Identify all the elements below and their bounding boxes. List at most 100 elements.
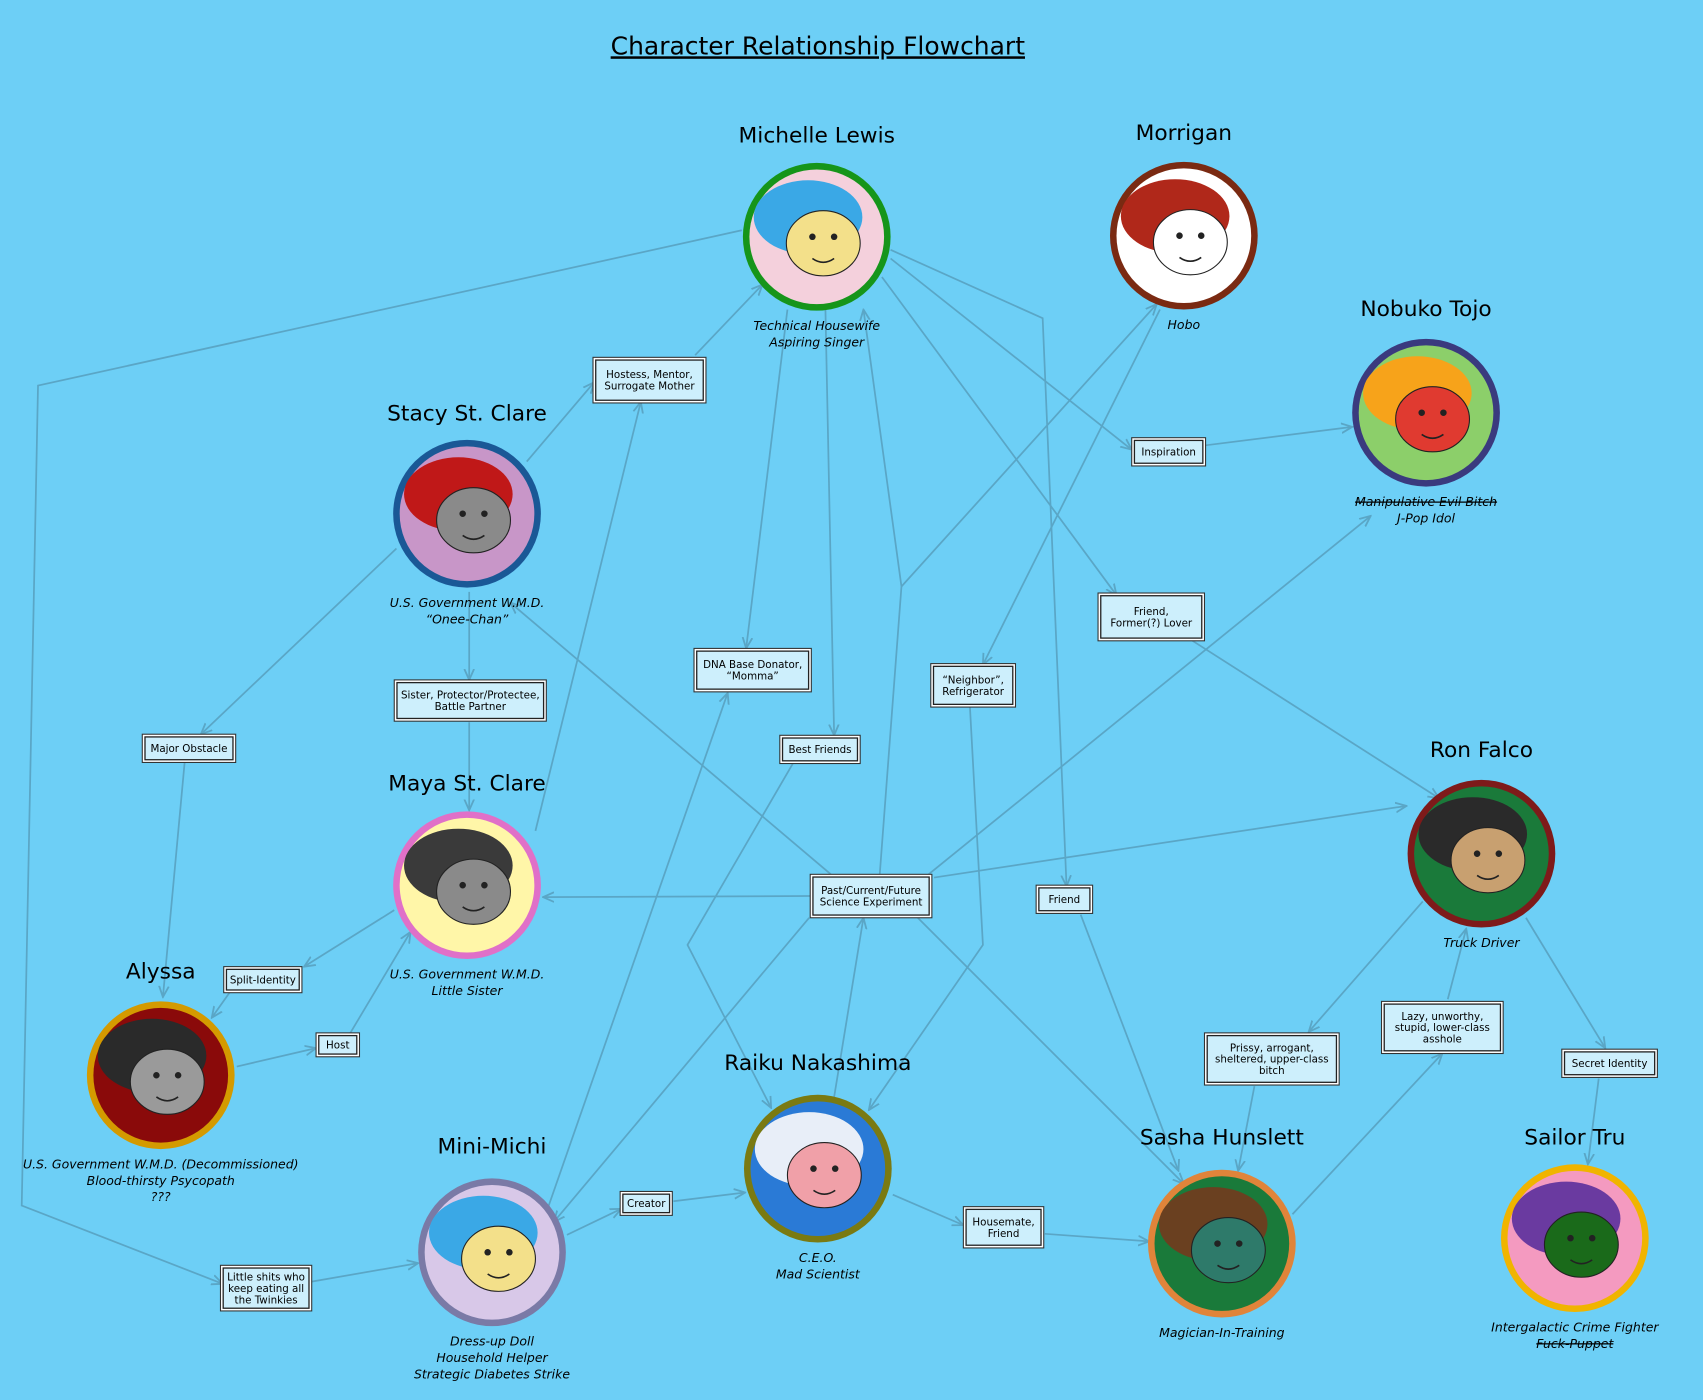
relationship-arrow — [554, 917, 810, 1222]
relationship-arrow — [824, 309, 834, 736]
relationship-label-major: Major Obstacle — [141, 733, 237, 763]
label-line: DNA Base Donator, — [703, 659, 802, 671]
relationship-arrow — [1079, 914, 1179, 1171]
character-name: Sailor Tru — [1524, 1126, 1625, 1151]
character-subtitle: Hobo — [1168, 317, 1201, 332]
character-subtitle: U.S. Government W.M.D. (Decommissioned) — [23, 1157, 299, 1172]
character-subtitle: Little Sister — [432, 983, 504, 998]
relationship-label-friendlover: Friend,Former(?) Lover — [1097, 592, 1206, 642]
character-portrait[interactable] — [742, 162, 891, 311]
character-subtitle: Household Helper — [436, 1350, 548, 1365]
label-line: “Momma” — [727, 671, 779, 683]
character-name: Maya St. Clare — [388, 772, 546, 797]
relationship-arrow — [746, 309, 789, 649]
relationship-label-creator: Creator — [619, 1190, 673, 1216]
relationship-label-neighbor: “Neighbor”,Refrigerator — [930, 663, 1017, 708]
relationship-arrow — [1044, 1232, 1149, 1242]
label-line: Surrogate Mother — [604, 381, 695, 393]
relationship-label-hostess: Hostess, Mentor,Surrogate Mother — [592, 356, 707, 404]
relationship-label-dna: DNA Base Donator,“Momma” — [693, 647, 812, 693]
label-line: bitch — [1259, 1065, 1285, 1077]
character-subtitle: Intergalactic Crime Fighter — [1491, 1320, 1659, 1335]
relationship-label-friend: Friend — [1035, 884, 1094, 914]
label-line: Little shits who — [227, 1272, 305, 1284]
label-line: Science Experiment — [820, 897, 923, 909]
relationship-arrow — [542, 693, 728, 1223]
character-subtitle: ??? — [151, 1189, 171, 1204]
relationship-arrow — [869, 705, 984, 1110]
label-line: Best Friends — [788, 744, 851, 756]
character-subtitle: C.E.O. — [799, 1250, 837, 1265]
relationship-arrow — [236, 1048, 316, 1068]
label-line: Prissy, arrogant, — [1230, 1042, 1314, 1054]
character-subtitle: Truck Driver — [1443, 935, 1520, 950]
character-subtitle: J-Pop Idol — [1394, 510, 1455, 525]
character-portrait[interactable] — [1109, 161, 1258, 310]
relationship-arrow — [694, 285, 762, 356]
relationship-arrow — [1192, 640, 1440, 798]
character-portrait[interactable] — [743, 1094, 892, 1243]
character-portrait[interactable] — [86, 1001, 235, 1150]
relationship-arrow — [201, 547, 398, 734]
relationship-label-prissy: Prissy, arrogant,sheltered, upper-classb… — [1203, 1032, 1340, 1086]
relationship-arrow — [543, 896, 811, 897]
relationship-arrow — [1525, 917, 1605, 1048]
relationship-label-housemate: Housemate,Friend — [962, 1206, 1045, 1249]
label-line: Refrigerator — [942, 686, 1004, 698]
character-name: Alyssa — [126, 960, 196, 985]
relationship-arrow — [686, 763, 794, 1108]
relationship-arrow — [526, 382, 594, 463]
character-name: Raiku Nakashima — [724, 1051, 911, 1076]
character-subtitle: U.S. Government W.M.D. — [390, 967, 545, 982]
character-portrait[interactable] — [1407, 779, 1556, 928]
label-line: asshole — [1423, 1034, 1462, 1046]
relationship-arrow — [900, 304, 1156, 588]
character-portrait[interactable] — [393, 439, 541, 588]
character-portrait[interactable] — [1148, 1169, 1296, 1318]
character-subtitle: Mad Scientist — [776, 1266, 861, 1281]
relationship-arrow — [348, 932, 411, 1035]
relationship-arrow — [20, 229, 742, 1284]
character-portrait[interactable] — [1352, 338, 1500, 487]
character-subtitle-struck: Fuck-Puppet — [1536, 1336, 1614, 1351]
character-portrait[interactable] — [418, 1178, 566, 1327]
relationship-arrow — [304, 909, 395, 966]
character-name: Morrigan — [1136, 121, 1232, 146]
relationship-labels: Hostess, Mentor,Surrogate MotherInspirat… — [141, 356, 1658, 1312]
label-line: stupid, lower-class — [1395, 1022, 1490, 1034]
relationship-label-sister: Sister, Protector/Protectee,Battle Partn… — [393, 679, 547, 722]
relationship-arrow — [892, 1193, 964, 1225]
relationship-arrow — [534, 402, 640, 832]
page-title: Character Relationship Flowchart — [611, 31, 1026, 60]
character-subtitle: Technical Housewife — [753, 318, 880, 333]
label-line: Host — [326, 1040, 349, 1052]
label-line: Creator — [627, 1198, 666, 1210]
character-portrait[interactable] — [393, 811, 541, 960]
character-subtitle: Magician-In-Training — [1159, 1325, 1285, 1340]
relationship-arrow — [833, 918, 863, 1098]
label-line: Split-Identity — [230, 974, 296, 986]
character-portrait[interactable] — [1500, 1164, 1649, 1313]
label-line: Friend — [988, 1228, 1020, 1240]
relationship-arrow — [1588, 1078, 1600, 1165]
character-name: Stacy St. Clare — [387, 401, 547, 426]
relationship-arrow — [917, 917, 1184, 1184]
relationship-arrow — [933, 806, 1406, 879]
label-line: Former(?) Lover — [1110, 617, 1193, 629]
character-name: Mini-Michi — [438, 1134, 547, 1159]
relationship-label-host: Host — [315, 1032, 361, 1058]
